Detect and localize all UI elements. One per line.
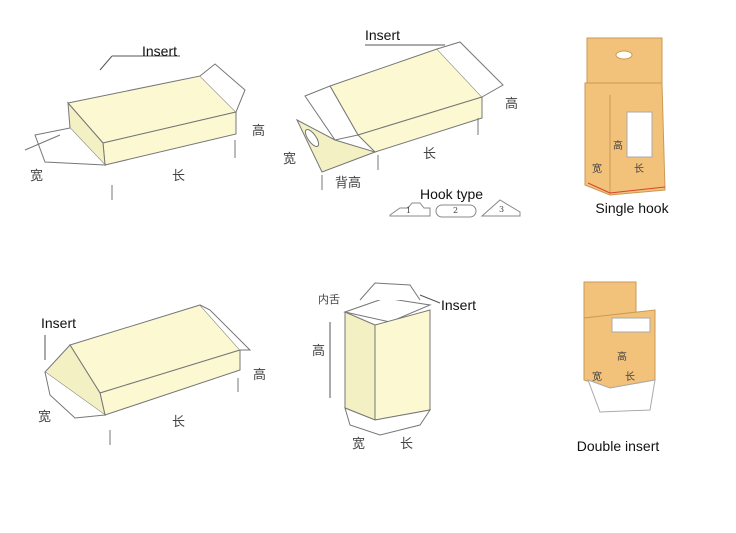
hook-number-1: 1 (406, 206, 412, 215)
box-upright (329, 282, 441, 436)
box-double-insert (583, 281, 656, 413)
hook-number-3: 3 (499, 205, 505, 214)
length-label-4: 长 (172, 415, 186, 430)
single-hook-caption: Single hook (595, 200, 669, 216)
length-label-2: 长 (423, 147, 437, 162)
height-label-2: 高 (505, 97, 519, 112)
box-tuck-end-1 (24, 55, 246, 200)
hook-type-shapes (389, 199, 521, 218)
height-label-5: 高 (312, 344, 326, 359)
length-label-6: 长 (625, 372, 635, 383)
box-single-hook (584, 37, 666, 196)
box-hang-tab (295, 41, 504, 190)
width-label-4: 宽 (38, 410, 52, 425)
width-label-1: 宽 (30, 169, 44, 184)
insert-label-4: Insert (41, 315, 77, 331)
box-tuck-end-2 (44, 304, 252, 445)
double-insert-caption: Double insert (576, 438, 660, 454)
hook-type-label: Hook type (420, 186, 484, 202)
length-label-5: 长 (400, 437, 414, 452)
hook-type-1-icon (389, 202, 431, 217)
width-label-3: 宽 (592, 164, 602, 175)
height-label-6: 高 (617, 352, 627, 363)
height-label-4: 高 (253, 368, 267, 383)
height-label-3: 高 (613, 141, 623, 152)
insert-label-1: Insert (142, 43, 178, 59)
width-label-2: 宽 (283, 152, 297, 167)
length-label-1: 长 (172, 169, 186, 184)
back-height-label: 背高 (335, 176, 362, 191)
length-label-3: 长 (634, 164, 644, 175)
width-label-6: 宽 (592, 372, 602, 383)
width-label-5: 宽 (352, 437, 366, 452)
insert-label-2: Insert (365, 27, 401, 43)
hook-number-2: 2 (453, 206, 459, 215)
insert-label-5: Insert (441, 297, 477, 313)
hook-type-2-icon (435, 204, 477, 218)
hook-type-3-icon (480, 199, 521, 217)
inner-tongue-label: 内舌 (318, 293, 340, 306)
height-label-1: 高 (252, 124, 266, 139)
